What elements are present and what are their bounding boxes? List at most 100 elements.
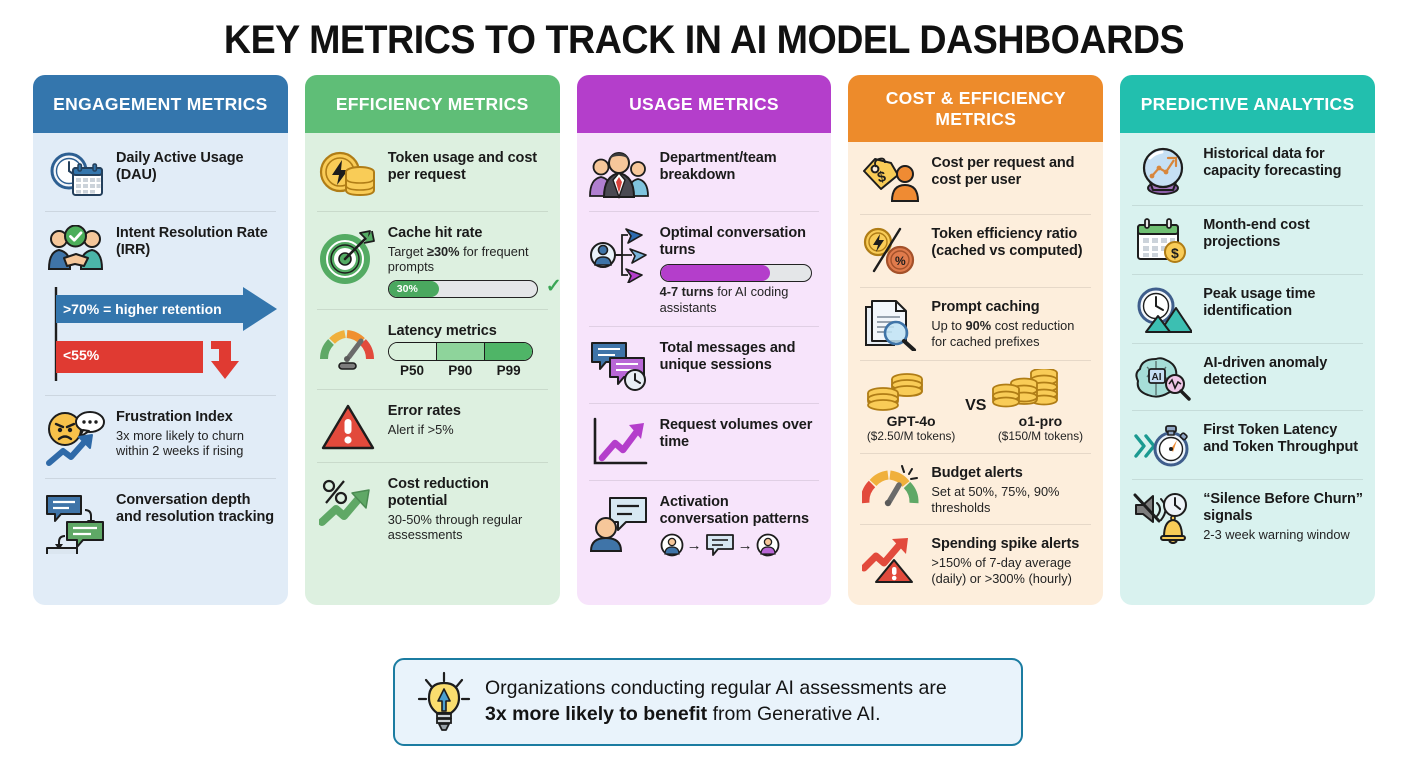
- cache-sub-pre: Target: [387, 244, 427, 260]
- metric-text: Prompt caching Up to 90% cost reduction …: [931, 297, 1091, 349]
- metric-row[interactable]: Request volumes over time: [588, 404, 820, 481]
- metric-row[interactable]: “Silence Before Churn” signals 2-3 week …: [1132, 480, 1363, 554]
- metric-title: Daily Active Usage (DAU): [116, 150, 244, 184]
- latency-seg-p90: [436, 342, 485, 360]
- metric-row[interactable]: Intent Resolution Rate (IRR): [45, 212, 276, 279]
- card-body-efficiency: Token usage and cost per request: [305, 133, 560, 605]
- metric-title: Cost reduction potential: [387, 475, 489, 510]
- check-icon: ✓: [545, 275, 560, 297]
- metric-sub: >150% of 7-day average (daily) or >300% …: [931, 555, 1072, 586]
- metric-title: Intent Resolution Rate (IRR): [116, 225, 268, 259]
- target-arrow-icon: [317, 223, 379, 285]
- metric-row[interactable]: Prompt caching Up to 90% cost reduction …: [860, 288, 1092, 362]
- card-predictive: PREDICTIVE ANALYTICS Historical data: [1120, 75, 1375, 605]
- model-price: ($150/M tokens): [997, 429, 1084, 444]
- handshake-check-icon: [45, 223, 107, 275]
- metric-row[interactable]: % Token efficiency ratio (cached vs comp…: [860, 215, 1092, 289]
- retention-up-label: >70% = higher retention: [63, 301, 222, 317]
- coin-stack-small-icon: [867, 373, 924, 412]
- metric-text: Frustration Index 3x more likely to chur…: [116, 407, 276, 459]
- metric-row[interactable]: $ Month-end cost projections: [1132, 206, 1363, 275]
- card-efficiency: EFFICIENCY METRICS Token usage and co: [304, 75, 560, 605]
- calendar-dollar-icon: $: [1132, 215, 1194, 265]
- card-cost: COST & EFFICIENCY METRICS $ Cost per req…: [848, 75, 1104, 605]
- model-price: ($2.50/M tokens): [866, 429, 956, 444]
- metric-row[interactable]: $ Cost per request and cost per user: [860, 144, 1092, 216]
- latency-label-p90: P90: [448, 362, 473, 378]
- spike-alert-icon: [860, 534, 922, 584]
- metric-row[interactable]: Daily Active Usage (DAU): [45, 137, 276, 212]
- metric-title: “Silence Before Churn” signals: [1203, 491, 1363, 525]
- metric-text: Optimal conversation turns 4-7 turns for…: [659, 223, 820, 315]
- cache-progress-label: 30%: [396, 282, 418, 295]
- metric-row[interactable]: Error rates Alert if >5%: [316, 390, 548, 463]
- metric-title: Spending spike alerts: [931, 536, 1080, 553]
- caching-sub-bold: 90%: [965, 318, 992, 334]
- latency-segment-bar[interactable]: [387, 341, 533, 361]
- metric-row[interactable]: Cost reduction potential 30-50% through …: [317, 463, 548, 554]
- metric-title: First Token Latency and Token Throughput: [1203, 422, 1358, 456]
- user-branch-arrows-icon: [589, 223, 651, 283]
- metric-sub: 30-50% through regular assessments: [387, 512, 523, 543]
- latency-label-p50: P50: [399, 362, 424, 378]
- metric-text: Daily Active Usage (DAU): [116, 148, 276, 184]
- metric-text: Cost reduction potential 30-50% through …: [388, 474, 548, 543]
- turns-progress-bar[interactable]: [659, 264, 812, 283]
- metric-text: Department/team breakdown: [660, 148, 820, 184]
- metric-title: Historical data for capacity forecasting: [1203, 146, 1342, 180]
- metric-text: Latency metrics P50 P90 P99: [387, 321, 548, 378]
- user-avatar-icon: [756, 533, 779, 557]
- metric-text: Cost per request and cost per user: [931, 153, 1091, 189]
- metric-sub: Target ≥30% for frequent prompts: [388, 244, 560, 275]
- metric-title: Month-end cost projections: [1203, 217, 1310, 251]
- cache-progress-bar[interactable]: 30%: [387, 279, 538, 298]
- metric-title: Department/team breakdown: [659, 150, 777, 184]
- model-cost-comparison[interactable]: GPT-4o ($2.50/M tokens) VS: [860, 361, 1092, 455]
- metric-columns: ENGAGEMENT METRICS: [0, 75, 1408, 605]
- metric-row[interactable]: Spending spike alerts >150% of 7-day ave…: [860, 525, 1091, 595]
- model-o1pro: o1-pro ($150/M tokens): [992, 369, 1088, 443]
- metric-text: Total messages and unique sessions: [660, 338, 820, 374]
- metric-row[interactable]: Department/team breakdown: [588, 137, 820, 212]
- metric-text: Budget alerts Set at 50%, 75%, 90% thres…: [931, 463, 1091, 515]
- metric-row[interactable]: Activation conversation patterns →: [589, 481, 820, 568]
- metric-row[interactable]: First Token Latency and Token Throughput: [1132, 411, 1363, 480]
- callout-text: Organizations conducting regular AI asse…: [485, 676, 947, 727]
- metric-row[interactable]: Historical data for capacity forecasting: [1132, 135, 1363, 206]
- metric-row[interactable]: Latency metrics P50 P90 P99: [316, 310, 548, 390]
- retention-arrows: >70% = higher retention <55%: [45, 279, 277, 396]
- metric-title: Error rates: [387, 402, 461, 419]
- metric-row[interactable]: Token usage and cost per request: [316, 137, 548, 212]
- document-magnifier-icon: [860, 297, 922, 352]
- card-body-predictive: Historical data for capacity forecasting: [1120, 133, 1375, 605]
- latency-seg-p99: [484, 342, 532, 360]
- budget-gauge-icon: [860, 463, 922, 509]
- svg-text:$: $: [1171, 245, 1179, 261]
- metric-text: Request volumes over time: [660, 415, 820, 451]
- arrow-right-icon: →: [686, 536, 702, 554]
- coin-percent-ratio-icon: %: [860, 224, 922, 278]
- metric-row[interactable]: Conversation depth and resolution tracki…: [45, 479, 276, 565]
- metric-title: Cost per request and cost per user: [931, 155, 1075, 189]
- people-group-icon: [588, 148, 651, 200]
- price-tag-user-icon: $: [860, 153, 922, 205]
- metric-row[interactable]: Peak usage time identification: [1132, 275, 1363, 344]
- metric-row[interactable]: AI AI-driven anomaly detection: [1132, 344, 1363, 411]
- metric-text: AI-driven anomaly detection: [1203, 353, 1363, 389]
- callout-banner: Organizations conducting regular AI asse…: [393, 658, 1023, 746]
- chat-bubble-icon: [705, 534, 734, 557]
- metric-row[interactable]: Budget alerts Set at 50%, 75%, 90% thres…: [860, 454, 1092, 526]
- turns-progress-fill: [660, 265, 771, 282]
- metric-sub: Up to 90% cost reduction for cached pref…: [931, 318, 1091, 349]
- frustration-face-icon: [45, 407, 107, 467]
- card-engagement: ENGAGEMENT METRICS: [33, 75, 288, 605]
- caching-sub-post: cost reduction for cached prefixes: [931, 318, 1075, 349]
- activation-chain: → →: [660, 533, 820, 557]
- metric-row[interactable]: Frustration Index 3x more likely to chur…: [45, 396, 276, 479]
- metric-row[interactable]: Cache hit rate Target ≥30% for frequent …: [316, 212, 560, 310]
- metric-row[interactable]: Total messages and unique sessions: [588, 327, 820, 404]
- metric-row[interactable]: Optimal conversation turns 4-7 turns for…: [588, 212, 820, 327]
- metric-title: Peak usage time identification: [1203, 286, 1316, 320]
- callout-bold: 3x more likely to benefit: [485, 703, 708, 725]
- messages-clock-icon: [589, 338, 651, 392]
